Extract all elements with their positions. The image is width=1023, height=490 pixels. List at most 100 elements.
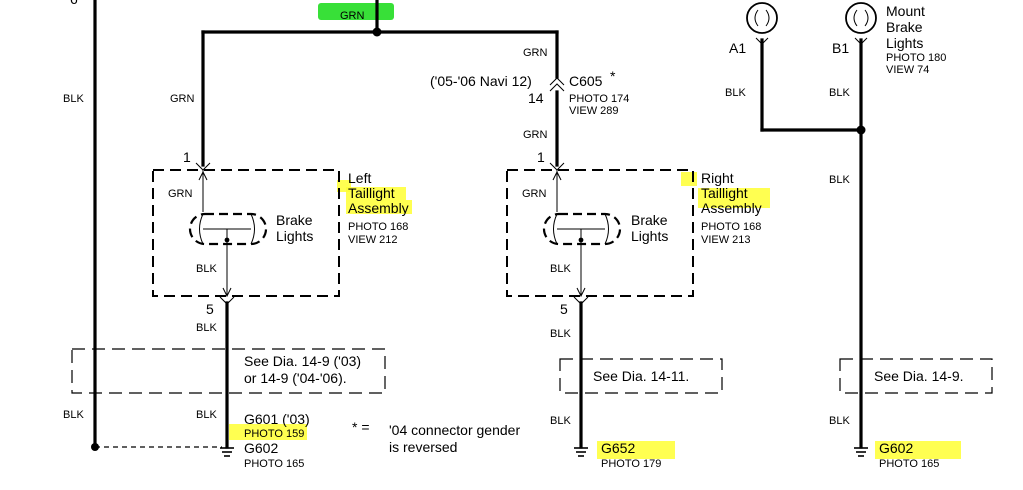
ground-symbol-left <box>220 447 234 457</box>
wire-label-grn-c605-upper: GRN <box>523 47 548 59</box>
left-lamp-label-1: Brake <box>276 212 313 228</box>
left-taillight-photo: PHOTO 168 <box>348 221 408 233</box>
left-taillight-name-3: Assembly <box>348 200 409 216</box>
left-lamp-filament-2 <box>250 213 255 245</box>
right-taillight-assembly <box>506 162 694 305</box>
wire-label-blk-right-inner: BLK <box>550 263 571 275</box>
ground-symbol-right <box>854 447 868 457</box>
wire-label-blk-right-below: BLK <box>550 328 571 340</box>
see-dia-center-label: See Dia. 14-11. <box>593 368 689 384</box>
right-lamp-filament-1 <box>553 213 558 245</box>
wire-label-grn-left-inner: GRN <box>168 188 193 200</box>
high-mount-labels: A1 B1 Mount Brake Lights PHOTO 180 VIEW … <box>729 3 946 76</box>
high-mount-lamps <box>746 2 877 45</box>
splice-dot-top <box>372 27 382 37</box>
wire-label-grn-left: GRN <box>170 93 195 105</box>
right-taillight-view: VIEW 213 <box>701 234 751 246</box>
right-brake-lamp-outline <box>542 212 622 246</box>
wire-label-blk-left-lower: BLK <box>196 409 217 421</box>
high-mount-name-1: Mount <box>886 3 925 19</box>
g602-right-label: G602 <box>879 440 913 456</box>
a1-connector <box>755 37 769 45</box>
highlight-g601-photo <box>229 424 307 440</box>
ground-symbols <box>220 447 868 457</box>
wire-label-blk-left-inner: BLK <box>196 263 217 275</box>
right-taillight-name-1: Right <box>701 170 734 186</box>
c605-connector-symbol <box>549 77 565 92</box>
footnote-line1: '04 connector gender <box>389 422 520 438</box>
splice-dot-right <box>856 125 866 135</box>
right-lamp-label-1: Brake <box>631 212 668 228</box>
g652-label: G652 <box>601 440 635 456</box>
g602-left-photo-label: PHOTO 165 <box>244 458 304 470</box>
splice-dot-left-ground <box>91 443 99 451</box>
see-dia-right-label: See Dia. 14-9. <box>874 368 964 384</box>
highlight-left-taillight <box>346 187 406 200</box>
see-dia-boxes <box>71 348 993 394</box>
high-mount-view: VIEW 74 <box>886 64 929 76</box>
high-mount-name-3: Lights <box>886 35 923 51</box>
left-lamp-label-2: Lights <box>276 228 313 244</box>
c605-photo-label: PHOTO 174 <box>569 93 629 105</box>
right-pin-bottom-label: 5 <box>560 301 568 317</box>
left-taillight-assembly <box>152 162 340 305</box>
see-dia-left-line2: or 14-9 ('04-'06). <box>244 370 347 386</box>
left-pin-bottom-label: 5 <box>206 301 214 317</box>
left-brake-lamp-outline <box>188 212 268 246</box>
highlight-g652 <box>597 441 675 459</box>
high-mount-photo: PHOTO 180 <box>886 52 946 64</box>
left-pin5-connector <box>219 296 235 305</box>
c605-view-label: VIEW 289 <box>569 105 619 117</box>
footnote-symbol: * = <box>352 419 370 435</box>
right-taillight-labels: 1 5 Right Taillight Assembly PHOTO 168 V… <box>537 149 762 317</box>
wire-label-blk-b1-lower: BLK <box>829 415 850 427</box>
see-dia-center-box <box>559 358 723 394</box>
g602-left-label: G602 <box>244 440 278 456</box>
right-pin5-connector <box>573 296 589 305</box>
left-taillight-view: VIEW 212 <box>348 234 398 246</box>
see-dia-left-box <box>71 348 386 394</box>
c605-variant-label: ('05-'06 Navi 12) <box>430 73 532 89</box>
highlight-left-assembly <box>346 200 412 214</box>
left-taillight-labels: 1 5 Left Taillight Assembly PHOTO 168 VI… <box>183 149 409 317</box>
c605-star: * <box>610 68 616 84</box>
ground-symbol-center <box>574 447 588 457</box>
wire-label-blk-a1: BLK <box>725 87 746 99</box>
left-taillight-name-1: Left <box>348 170 371 186</box>
right-taillight-name-3: Assembly <box>701 200 762 216</box>
left-pin-top-label: 1 <box>183 149 191 165</box>
lamp-a-filament <box>754 9 770 27</box>
right-taillight-photo: PHOTO 168 <box>701 221 761 233</box>
splice-points <box>91 27 866 451</box>
g601-label: G601 ('03) <box>244 411 310 427</box>
wire-label-blk-left-below: BLK <box>196 322 217 334</box>
green-highlight-grn <box>318 3 394 20</box>
highlight-right-mark <box>681 172 697 186</box>
top-left-pin-label: 6 <box>70 0 78 7</box>
highlight-right-taillight <box>698 188 770 208</box>
right-lamp-label-2: Lights <box>631 228 668 244</box>
wire-label-blk-far-left: BLK <box>63 93 84 105</box>
wire-label-blk-right-lower: BLK <box>550 415 571 427</box>
lamp-b-circle <box>845 2 877 34</box>
left-taillight-name-2: Taillight <box>348 185 395 201</box>
c605-labels: ('05-'06 Navi 12) C605 * 14 PHOTO 174 VI… <box>430 68 629 117</box>
b1-connector <box>854 37 868 45</box>
left-taillight-box <box>152 169 340 297</box>
pin-b1-label: B1 <box>832 40 849 56</box>
see-dia-right-box <box>839 358 993 394</box>
highlight-marks <box>229 3 961 459</box>
pin-a1-label: A1 <box>729 40 746 56</box>
lamp-b-filament <box>853 9 869 27</box>
lamp-a-circle <box>746 2 778 34</box>
right-taillight-name-2: Taillight <box>701 185 748 201</box>
wire-label-blk-b1-mid: BLK <box>829 174 850 186</box>
right-lamp-filament-2 <box>604 213 609 245</box>
footnote: * = '04 connector gender is reversed <box>352 419 520 455</box>
wire-color-labels: GRN GRN GRN GRN GRN GRN BLK BLK BLK BLK … <box>63 10 850 427</box>
see-dia-labels: See Dia. 14-9 ('03) or 14-9 ('04-'06). S… <box>244 353 964 386</box>
c605-pin-label: 14 <box>528 90 544 106</box>
g602-right-photo-label: PHOTO 165 <box>879 458 939 470</box>
wire-label-grn-top: GRN <box>340 10 365 22</box>
